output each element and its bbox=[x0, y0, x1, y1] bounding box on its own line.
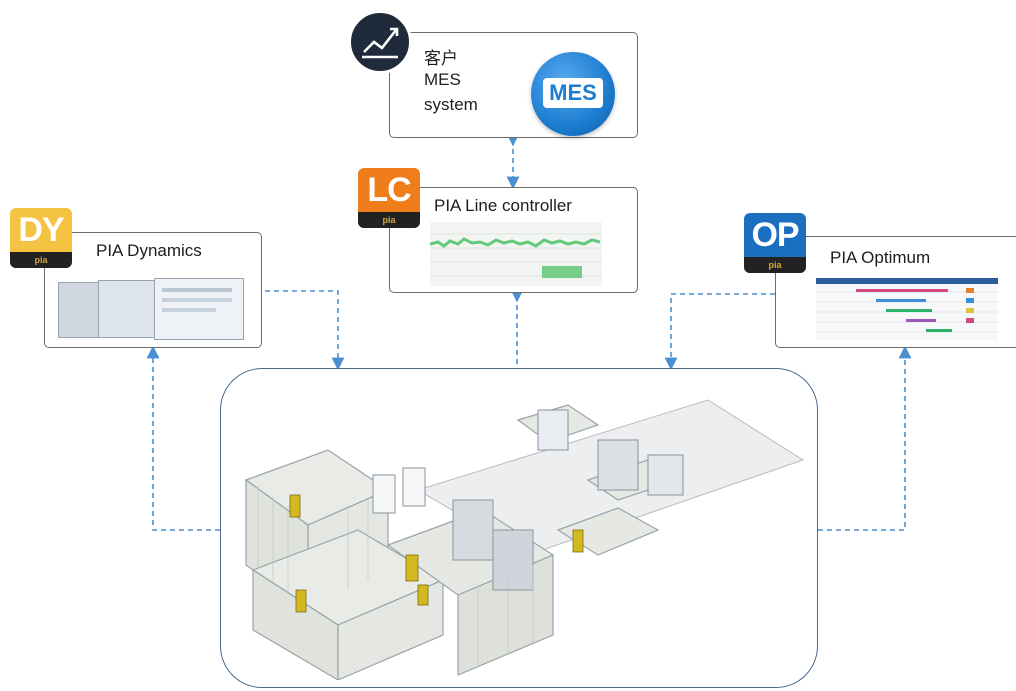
dy-screens-thumbnail bbox=[58, 278, 248, 340]
connector-op-right bbox=[818, 345, 912, 531]
op-badge-code: OP bbox=[751, 216, 799, 254]
mes-label-line-3: system bbox=[424, 95, 478, 114]
mes-logo-icon: MES bbox=[531, 52, 615, 136]
dy-label: PIA Dynamics bbox=[96, 241, 202, 260]
trend-chart-icon bbox=[348, 10, 412, 74]
lc-label: PIA Line controller bbox=[434, 196, 572, 215]
dy-badge: DY pia bbox=[10, 208, 72, 268]
mes-label-line-2: MES bbox=[424, 70, 461, 89]
lc-badge-strip: pia bbox=[358, 212, 420, 228]
dy-badge-code: DY bbox=[18, 211, 64, 249]
op-label: PIA Optimum bbox=[830, 248, 931, 267]
mes-label-line-1: 客户 bbox=[424, 49, 458, 68]
op-badge: OP pia bbox=[744, 213, 806, 273]
connector-op-left bbox=[664, 293, 775, 371]
mes-logo-text: MES bbox=[543, 78, 603, 108]
dy-badge-strip: pia bbox=[10, 252, 72, 268]
connector-dy-right bbox=[265, 290, 345, 371]
op-badge-strip: pia bbox=[744, 257, 806, 273]
lc-chart-thumbnail bbox=[430, 222, 602, 286]
lc-badge: LC pia bbox=[358, 168, 420, 228]
lc-badge-code: LC bbox=[367, 171, 411, 209]
connector-dy-left bbox=[146, 345, 220, 531]
op-gantt-thumbnail bbox=[816, 278, 998, 340]
factory-line-illustration bbox=[238, 380, 808, 680]
